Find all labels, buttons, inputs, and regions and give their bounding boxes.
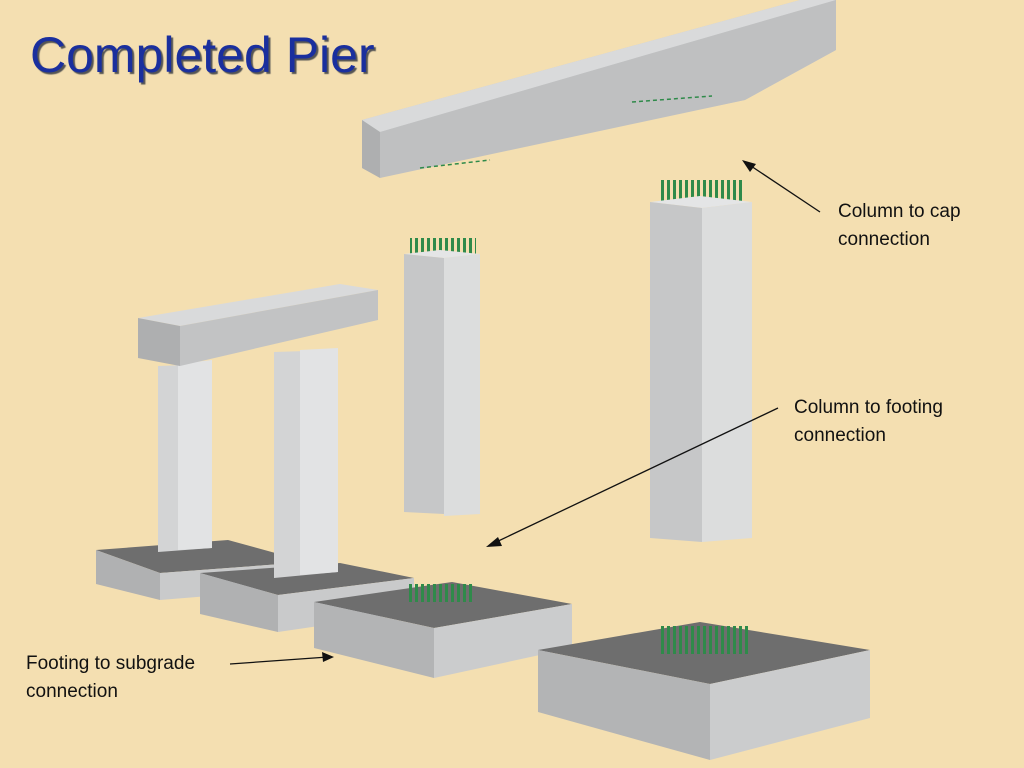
cap-beam-floating bbox=[362, 0, 836, 178]
label-column-to-footing: Column to footing connection bbox=[794, 394, 943, 450]
arrow-footing-to-subgrade bbox=[229, 652, 334, 665]
slide-title: Completed Pier bbox=[30, 27, 375, 83]
label-column-to-cap-line2: connection bbox=[838, 229, 930, 250]
column-floating-middle bbox=[404, 238, 480, 516]
label-column-to-footing-line1: Column to footing bbox=[794, 397, 943, 418]
label-column-to-footing-line2: connection bbox=[794, 425, 886, 446]
completed-pier-assembly bbox=[96, 284, 414, 632]
label-column-to-cap-line1: Column to cap bbox=[838, 201, 961, 222]
label-footing-to-subgrade-line1: Footing to subgrade bbox=[26, 653, 196, 674]
label-column-to-cap: Column to cap connection bbox=[838, 198, 961, 254]
footing-right bbox=[538, 622, 870, 760]
label-footing-to-subgrade: Footing to subgrade connection bbox=[26, 650, 195, 706]
arrow-column-to-footing bbox=[486, 407, 779, 547]
column-floating-right bbox=[650, 180, 752, 542]
arrow-column-to-cap bbox=[742, 160, 821, 213]
footing-middle bbox=[314, 582, 572, 678]
label-footing-to-subgrade-line2: connection bbox=[26, 681, 118, 702]
